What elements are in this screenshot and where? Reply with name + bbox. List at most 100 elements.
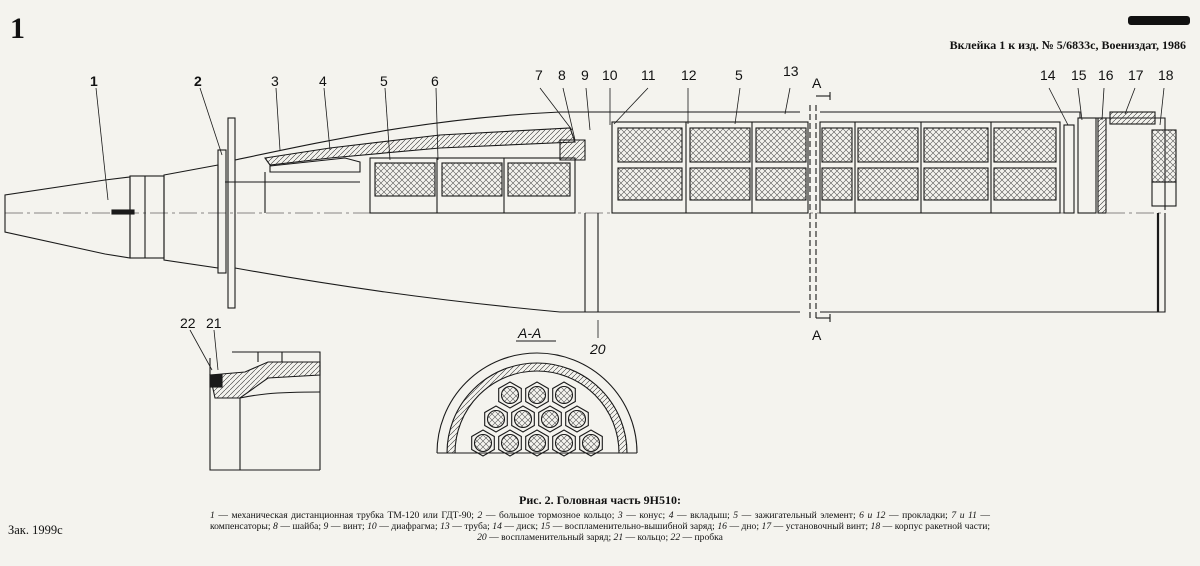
legend-item-number: 13 [440,521,450,532]
legend-item-text: — винт; [328,521,368,532]
legend-item: 13 — труба; [440,521,492,532]
legend-item-number: 21 [613,532,624,543]
legend-item-number: 5 [733,510,739,521]
section-title: A-A [517,325,541,341]
page-number: 1 [10,12,25,45]
legend-item-text: — конус; [622,510,669,521]
legend-item-text: — шайба; [277,521,324,532]
legend-item: 1 — механическая дистанционная трубка ТМ… [210,510,478,521]
callout-10: 10 [602,67,618,83]
section-markers [816,92,831,322]
legend-item: 10 — диафрагма; [367,521,440,532]
caption-legend: 1 — механическая дистанционная трубка ТМ… [180,510,1020,543]
tail-assembly [1063,111,1177,214]
incendiary-elements-front [369,157,576,214]
legend-item: 17 — установочный винт; [762,521,871,532]
callout-2: 2 [194,73,202,89]
incendiary-elements-rear [819,121,1061,214]
callout-4: 4 [319,73,327,89]
incendiary-elements-mid [611,121,809,214]
section-hex-cell [538,405,562,433]
legend-item-text: — пробка [680,532,723,543]
legend-item-number: 2 [477,510,483,521]
callout-14: 14 [1040,67,1056,83]
callout-12: 12 [681,67,697,83]
legend-item-text: — воспламенительный заряд; [486,532,614,543]
legend-item-number: 10 [367,521,377,532]
section-a-a-hexes [471,381,603,457]
legend-item: 21 — кольцо; [614,532,671,543]
legend-item-number: 18 [870,521,881,532]
callout-21: 21 [206,315,222,331]
section-hex-cell [552,381,576,409]
section-hex-cell [498,429,522,457]
section-charge-cell [527,433,547,453]
legend-item-text: — диск; [501,521,541,532]
section-charge-cell [527,385,547,405]
callout-1: 1 [90,73,98,89]
order-number: Зак. 1999с [8,523,63,537]
legend-item: 9 — винт; [324,521,368,532]
legend-item: 14 — диск; [492,521,540,532]
legend-item: 5 — зажигательный элемент; [733,510,859,521]
section-hex-cell [525,429,549,457]
legend-item: 7 и 11 — компенсаторы; [210,510,990,532]
legend-item-number: 6 и 12 [859,510,886,521]
legend-item-number: 9 [323,521,329,532]
legend-item-number: 17 [761,521,772,532]
legend-item-number: 22 [670,532,681,543]
legend-item: 2 — большое тормозное кольцо; [478,510,618,521]
legend-item-text: — кольцо; [623,532,671,543]
legend-item-text: — механическая дистанционная трубка ТМ-1… [214,510,478,521]
callout-7: 7 [535,67,543,83]
section-charge-cell [554,433,574,453]
legend-item: 6 и 12 — прокладки; [859,510,951,521]
legend-item: 15 — воспламенительно-вышибной заряд; [541,521,718,532]
legend-item: 4 — вкладыш; [669,510,734,521]
legend-item-text: — зажигательный элемент; [738,510,860,521]
section-charge-cell [513,409,533,429]
section-hex-cell [498,381,522,409]
caption-title: Рис. 2. Головная часть 9Н510: [519,493,681,507]
callout-18: 18 [1158,67,1174,83]
legend-item: 20 — воспламенительный заряд; [477,532,613,543]
callout-6: 6 [431,73,439,89]
section-charge-cell [554,385,574,405]
legend-item-number: 8 [273,521,278,532]
legend-item-number: 7 и 11 [951,510,977,521]
legend-item-number: 15 [540,521,551,532]
callout-9: 9 [581,67,589,83]
legend-item-text: — вкладыш; [673,510,734,521]
figure-caption: Рис. 2. Головная часть 9Н510: 1 — механи… [180,493,1020,543]
callout-20: 20 [589,341,606,357]
legend-item-number: 20 [477,532,487,543]
section-hex-cell [471,429,495,457]
section-mark-top: A [812,75,822,91]
section-charge-cell [500,385,520,405]
redaction-mark [1128,16,1190,25]
legend-item-text: — прокладки; [885,510,952,521]
section-charge-cell [540,409,560,429]
legend-item: 3 — конус; [618,510,669,521]
detail-view-21-22 [209,351,321,471]
callout-22: 22 [180,315,196,331]
legend-item-text: — труба; [449,521,493,532]
callout-3: 3 [271,73,279,89]
legend-item-text: — дно; [726,521,762,532]
legend-item-text: — воспламенительно-вышибной заряд; [550,521,718,532]
section-charge-cell [567,409,587,429]
callout-15: 15 [1071,67,1087,83]
legend-item-text: — диафрагма; [376,521,441,532]
callout-labels: 1 2 3 4 5 6 7 8 9 10 11 12 5 13 14 15 16… [90,63,1174,357]
legend-item-number: 16 [717,521,727,532]
legend-item-text: — корпус ракетной части; [880,521,991,532]
callout-11: 11 [641,67,656,83]
section-charge-cell [486,409,506,429]
section-charge-cell [500,433,520,453]
warhead-technical-drawing: 1 2 3 4 5 6 7 8 9 10 11 12 5 13 14 15 16… [4,63,1177,471]
callout-16: 16 [1098,67,1114,83]
section-hex-cell [484,405,508,433]
section-hex-cell [565,405,589,433]
legend-item-number: 3 [617,510,623,521]
section-mark-bottom: A [812,327,822,343]
